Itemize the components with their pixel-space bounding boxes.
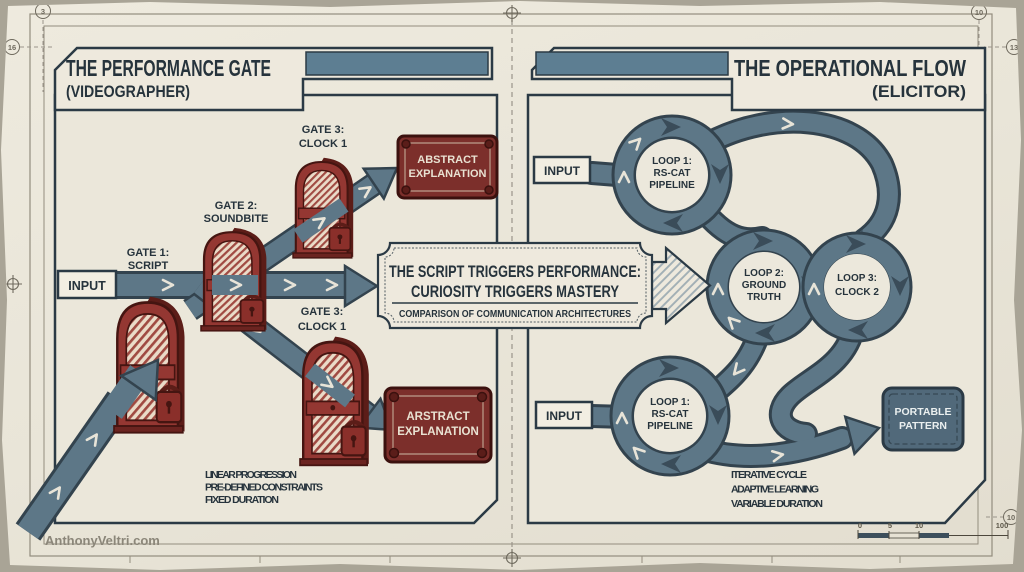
right-panel-notes: ITERATIVE CYCLE ADAPTIVE LEARNING VARIAB… [731,469,823,510]
left-panel-title: THE PERFORMANCE GATE [66,55,271,81]
marker-top-right: 10 [975,8,983,17]
left-input-label: INPUT [68,279,106,293]
gate-3-top-label-line2: CLOCK 1 [299,138,347,150]
right-panel-title: THE OPERATIONAL FLOW [734,55,966,81]
marker-left: 16 [8,43,16,52]
crosshair-left [4,275,22,293]
registration-crosshairs [4,5,521,567]
loop2-line3: TRUTH [747,292,781,303]
scale-tick-100: 100 [996,521,1009,530]
right-input-bottom-label: INPUT [546,409,583,423]
left-note-2: PRE-DEFINED CONSTRAINTS [205,482,323,494]
crosshair-bottom [503,549,521,567]
scale-tick-0: 0 [858,521,862,530]
banner-line1: THE SCRIPT TRIGGERS PERFORMANCE: [389,263,641,281]
right-input-bottom-box: INPUT [534,400,594,430]
loop-1-bottom: LOOP 1: RS-CAT PIPELINE [609,355,731,477]
plaque-bottom-line2: EXPLANATION [397,426,479,438]
left-input-box: INPUT [56,269,118,300]
website-credit: AnthonyVeltri.com [45,533,160,548]
loop-2: LOOP 2: GROUND TRUTH [705,228,823,346]
right-note-1: ITERATIVE CYCLE [731,469,807,481]
gate-3-bottom-label-line1: GATE 3: [301,306,344,318]
gate-1-label-line2: SCRIPT [128,260,169,272]
plaque-top-line1: ABSTRACT [417,154,478,166]
operational-flow-panel: LOOP 1: RS-CAT PIPELINE LOOP 2: GROUND T… [526,46,987,525]
loop1-bottom-line3: PIPELINE [647,421,693,432]
abstract-explanation-plaque-bottom: ARSTRACT EXPLANATION [383,386,493,464]
gate-3-bottom-icon [300,337,369,466]
arrowhead-into-gate1 [118,358,160,403]
left-panel-subtitle: (VIDEOGRAPHER) [66,83,190,101]
portable-pattern-box: PORTABLE PATTERN [881,386,965,452]
gate-1-label-line1: GATE 1: [127,247,170,259]
banner-line2: CURIOSITY TRIGGERS MASTERY [411,283,619,301]
left-header-accent-bar [305,51,489,76]
gate-3-top-label-line1: GATE 3: [302,124,345,136]
marker-top-left: 3 [41,7,45,16]
loop2-line1: LOOP 2: [744,268,784,279]
arrowhead-to-banner [343,263,380,309]
gate-labels: GATE 1: SCRIPT GATE 2: SOUNDBITE GATE 3:… [127,124,347,333]
plaque-bottom-line1: ARSTRACT [406,411,469,423]
right-input-top-label: INPUT [544,164,581,178]
left-note-1: LINEAR PROGRESSION [205,469,297,481]
frame-markers: 3 10 16 13 10 [4,3,1022,525]
gate-3-bottom-label-line2: CLOCK 1 [298,321,346,333]
loop1-top-line2: RS-CAT [653,168,690,179]
right-note-2: ADAPTIVE LEARNING [731,484,819,496]
center-banner: THE SCRIPT TRIGGERS PERFORMANCE: CURIOSI… [376,241,712,330]
scale-bar: 0 5 10 100 [857,521,1009,539]
crosshair-top [503,5,521,22]
right-input-top-box: INPUT [532,155,592,185]
abstract-explanation-plaque-top: ABSTRACT EXPLANATION [396,134,499,200]
left-panel-header: THE PERFORMANCE GATE (VIDEOGRAPHER) [53,46,494,112]
loop3-line2: CLOCK 2 [835,287,879,298]
left-note-3: FIXED DURATION [205,494,279,506]
banner-caption: COMPARISON OF COMMUNICATION ARCHITECTURE… [399,308,631,320]
marker-bottom-right: 10 [1007,513,1015,522]
portable-pattern-line2: PATTERN [899,420,947,432]
loop1-top-line3: PIPELINE [649,180,695,191]
scale-tick-10: 10 [915,521,923,530]
gate-2-label-line1: GATE 2: [215,200,258,212]
loop-3: LOOP 3: CLOCK 2 [801,231,913,343]
right-note-3: VARIABLE DURATION [731,498,823,510]
marker-right: 13 [1010,43,1018,52]
loop1-top-line1: LOOP 1: [652,156,692,167]
performance-gate-panel: INPUT ABSTRACT EXPLANATION ARSTRACT EXPL… [15,46,499,541]
loop3-line1: LOOP 3: [837,273,877,284]
scale-tick-5: 5 [888,521,892,530]
portable-pattern-line1: PORTABLE [895,406,952,418]
arrowhead-to-top-plaque [361,166,399,202]
loop2-line2: GROUND [742,280,786,291]
right-panel-subtitle: (ELICITOR) [872,83,966,101]
arrowhead-to-portable [843,414,882,457]
gate-2-label-line2: SOUNDBITE [204,213,269,225]
loop1-bottom-line1: LOOP 1: [650,397,690,408]
banner-arrow-icon [650,245,712,326]
loop1-bottom-line2: RS-CAT [651,409,688,420]
right-header-accent-bar [535,51,729,76]
loop-1-top: LOOP 1: RS-CAT PIPELINE [611,114,733,236]
left-panel-notes: LINEAR PROGRESSION PRE-DEFINED CONSTRAIN… [205,469,323,506]
plaque-top-line2: EXPLANATION [408,168,486,180]
right-panel-header: THE OPERATIONAL FLOW (ELICITOR) [530,46,987,112]
